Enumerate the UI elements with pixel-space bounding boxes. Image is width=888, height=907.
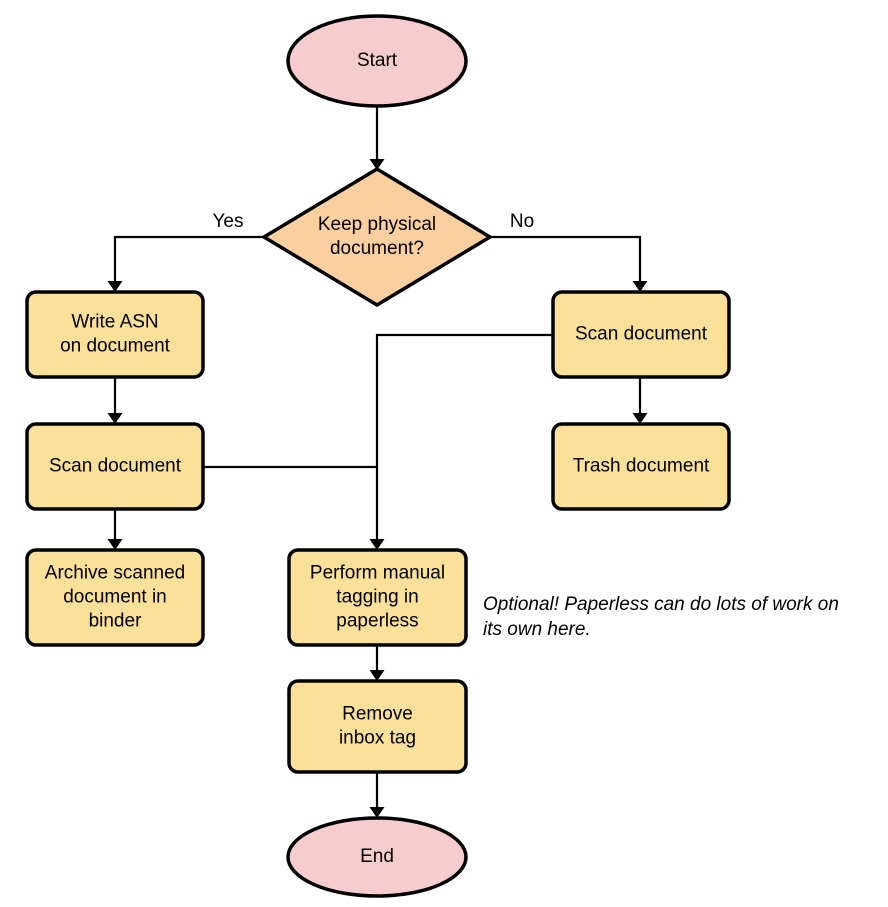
process-shape[interactable] [287,679,468,774]
node-scan-document-left[interactable]: Scan document [25,422,205,511]
edge-line [375,333,553,544]
node-trash-document[interactable]: Trash document [551,422,731,511]
edge-start-to-decision [369,106,385,170]
decision-shape[interactable] [262,167,492,307]
edge-remove-inbox-tag-to-end [369,772,385,818]
edge-label-no: No [510,211,534,232]
node-label: Scan document [575,324,708,345]
edge-scan-document-left-to-archive [107,509,123,550]
edge-arrowhead [632,413,648,424]
edge-arrowhead [632,281,648,292]
node-label: End [360,846,394,867]
edge-line [490,235,642,286]
edge-arrowhead [369,670,385,681]
node-end[interactable]: End [286,816,468,898]
process-shape[interactable] [287,548,468,647]
edges-layer: Yes No [107,106,648,818]
edge-arrowhead [369,159,385,170]
process-shape[interactable] [551,290,731,379]
process-shape[interactable] [25,548,205,647]
process-shape[interactable] [551,422,731,511]
edge-arrowhead [107,281,123,292]
node-label: Scan document [49,456,182,477]
node-label: Trash document [573,456,710,477]
node-start[interactable]: Start [286,14,468,108]
process-shape[interactable] [25,422,205,511]
terminator-shape[interactable] [286,14,468,108]
node-scan-document-right[interactable]: Scan document [551,290,731,379]
edge-decision-yes-to-write-asn: Yes [107,211,264,292]
edge-arrowhead [369,807,385,818]
edge-scan-document-right-to-trash [632,377,648,424]
terminator-shape[interactable] [286,816,468,898]
edge-arrowhead [369,539,385,550]
edge-manual-tagging-to-remove-inbox-tag [369,645,385,681]
edge-scan-document-right-to-manual-tagging [369,333,553,550]
process-shape[interactable] [25,290,205,379]
edge-decision-no-to-scan-document-right: No [490,211,648,292]
annotation-optional-note: Optional! Paperless can do lots of work … [483,594,839,640]
edge-arrowhead [107,539,123,550]
annotations-layer: Optional! Paperless can do lots of work … [483,594,839,640]
edge-arrowhead [107,413,123,424]
node-label: Start [357,50,398,71]
edge-line [113,235,264,286]
edge-label-yes: Yes [213,211,244,232]
edge-write-asn-to-scan-document-left [107,377,123,424]
